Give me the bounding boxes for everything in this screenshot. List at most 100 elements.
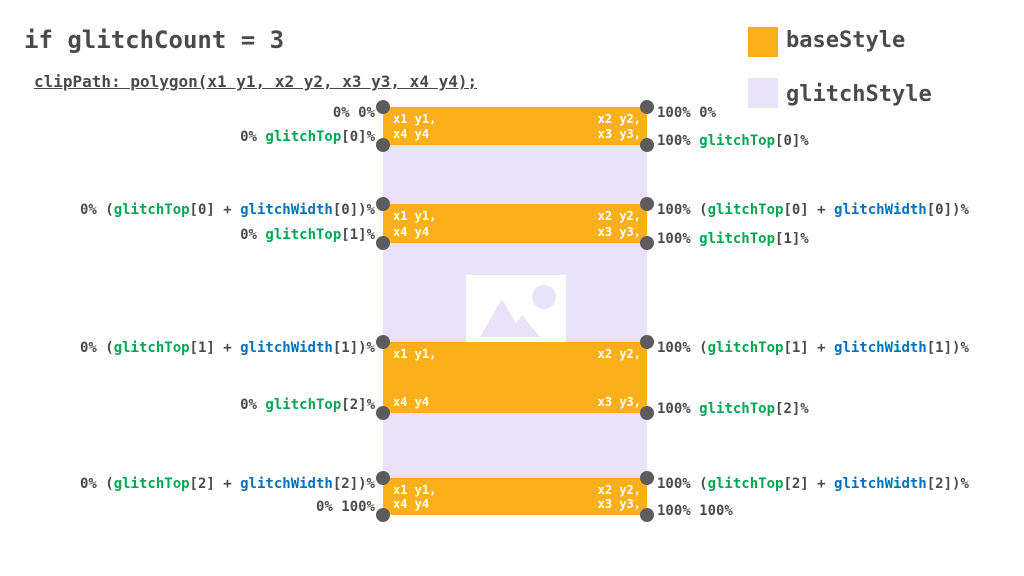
label-segment: glitchTop: [265, 129, 342, 145]
corner-label-x1: x1 y1,: [393, 209, 437, 223]
corner-label-x2: x2 y2,: [597, 347, 641, 361]
label-segment: glitchTop: [113, 476, 190, 492]
corner-label-x3: x3 y3,: [597, 395, 641, 409]
label-segment: 100%: [657, 133, 700, 149]
label-segment: 100% (: [657, 476, 708, 492]
label-segment: 100%: [657, 401, 700, 417]
vertex-top-left: [376, 100, 390, 114]
label-segment: glitchTop: [113, 340, 190, 356]
label-segment: [0])%: [332, 202, 375, 218]
label-segment: glitchTop: [265, 227, 342, 243]
diagram-title: if glitchCount = 3: [24, 26, 285, 54]
label-segment: glitchTop: [707, 340, 784, 356]
vertex-top-right: [640, 471, 654, 485]
label-segment: 0% 0%: [332, 105, 375, 121]
label-segment: glitchTop: [265, 397, 342, 413]
vertex-top-left: [376, 335, 390, 349]
vertex-top-right: [640, 100, 654, 114]
label-segment: 0%: [240, 397, 266, 413]
label-right-bottom: 100% glitchTop[1]%: [657, 231, 809, 247]
label-segment: [0]%: [341, 129, 375, 145]
base-style-band-0: [383, 107, 647, 145]
vertex-top-right: [640, 335, 654, 349]
vertex-top-right: [640, 197, 654, 211]
label-segment: [1] +: [783, 340, 835, 356]
label-segment: [2] +: [783, 476, 835, 492]
label-segment: [2]%: [341, 397, 375, 413]
label-right-bottom: 100% glitchTop[0]%: [657, 133, 809, 149]
label-segment: [1])%: [926, 340, 969, 356]
label-segment: 0% (: [79, 202, 114, 218]
label-segment: [2]%: [775, 401, 809, 417]
label-left-top: 0% (glitchTop[0] + glitchWidth[0])%: [80, 202, 375, 218]
corner-label-x4: x4 y4: [393, 497, 430, 511]
corner-label-x4: x4 y4: [393, 225, 430, 239]
label-segment: glitchTop: [699, 231, 776, 247]
label-segment: [0] +: [189, 202, 241, 218]
label-segment: [1])%: [332, 340, 375, 356]
label-right-top: 100% 0%: [657, 105, 716, 121]
label-segment: [0])%: [926, 202, 969, 218]
label-segment: 100%: [657, 231, 700, 247]
label-segment: 100% 0%: [657, 105, 717, 121]
legend-swatch-base: [748, 27, 778, 57]
image-placeholder-icon: [466, 275, 566, 349]
base-style-band-2: [383, 342, 647, 413]
label-segment: glitchWidth: [834, 476, 927, 492]
vertex-bottom-right: [640, 138, 654, 152]
label-segment: glitchTop: [707, 202, 784, 218]
corner-label-x1: x1 y1,: [393, 483, 437, 497]
label-segment: [1] +: [189, 340, 241, 356]
label-segment: glitchWidth: [240, 476, 333, 492]
label-right-bottom: 100% 100%: [657, 503, 733, 519]
corner-label-x1: x1 y1,: [393, 112, 437, 126]
label-segment: [0]%: [775, 133, 809, 149]
corner-label-x3: x3 y3,: [597, 497, 641, 511]
label-segment: 0% (: [79, 340, 114, 356]
diagram-subtitle: clipPath: polygon(x1 y1, x2 y2, x3 y3, x…: [34, 72, 478, 91]
corner-label-x4: x4 y4: [393, 395, 430, 409]
corner-label-x2: x2 y2,: [597, 483, 641, 497]
label-left-bottom: 0% glitchTop[0]%: [240, 129, 375, 145]
label-right-bottom: 100% glitchTop[2]%: [657, 401, 809, 417]
label-segment: glitchTop: [113, 202, 190, 218]
label-segment: 0% 100%: [315, 499, 375, 515]
legend-label-glitch: glitchStyle: [786, 82, 932, 107]
label-segment: glitchWidth: [834, 340, 927, 356]
corner-label-x2: x2 y2,: [597, 112, 641, 126]
label-left-top: 0% 0%: [333, 105, 375, 121]
label-right-top: 100% (glitchTop[2] + glitchWidth[2])%: [657, 476, 969, 492]
label-segment: glitchWidth: [240, 202, 333, 218]
legend-swatch-glitch: [748, 78, 778, 108]
vertex-bottom-right: [640, 236, 654, 250]
label-segment: [1]%: [775, 231, 809, 247]
label-segment: 100% (: [657, 340, 708, 356]
vertex-top-left: [376, 471, 390, 485]
label-segment: glitchWidth: [834, 202, 927, 218]
label-left-bottom: 0% 100%: [316, 499, 375, 515]
vertex-bottom-left: [376, 138, 390, 152]
label-segment: glitchWidth: [240, 340, 333, 356]
label-segment: glitchTop: [699, 401, 776, 417]
label-segment: [0] +: [783, 202, 835, 218]
label-left-bottom: 0% glitchTop[2]%: [240, 397, 375, 413]
vertex-top-left: [376, 197, 390, 211]
label-segment: glitchTop: [707, 476, 784, 492]
label-segment: [2])%: [332, 476, 375, 492]
label-segment: [2])%: [926, 476, 969, 492]
vertex-bottom-left: [376, 236, 390, 250]
corner-label-x3: x3 y3,: [597, 127, 641, 141]
label-segment: glitchTop: [699, 133, 776, 149]
label-right-top: 100% (glitchTop[0] + glitchWidth[0])%: [657, 202, 969, 218]
label-segment: 100% (: [657, 202, 708, 218]
label-segment: [2] +: [189, 476, 241, 492]
legend-label-base: baseStyle: [786, 28, 906, 53]
corner-label-x1: x1 y1,: [393, 347, 437, 361]
label-left-top: 0% (glitchTop[1] + glitchWidth[1])%: [80, 340, 375, 356]
label-segment: 100% 100%: [657, 503, 733, 519]
vertex-bottom-left: [376, 406, 390, 420]
base-style-band-3: [383, 478, 647, 515]
vertex-bottom-right: [640, 508, 654, 522]
label-segment: 0%: [240, 227, 266, 243]
